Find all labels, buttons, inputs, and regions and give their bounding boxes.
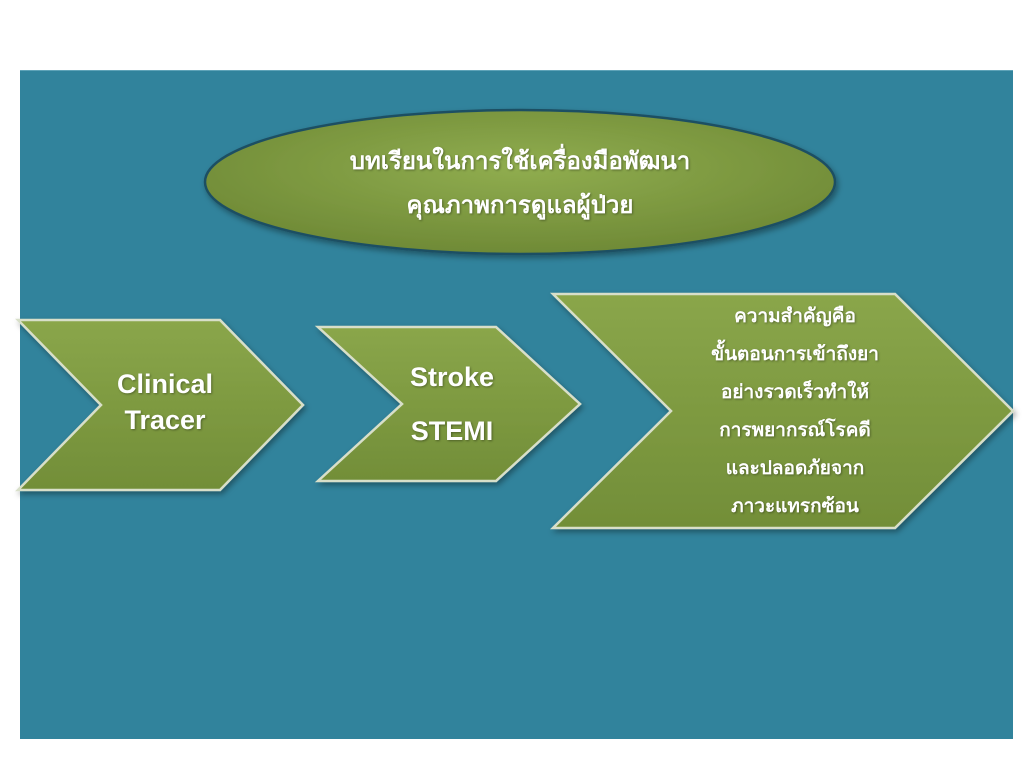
arrow-1-line-1: Clinical — [116, 369, 214, 399]
arrow-clinical-tracer — [15, 318, 305, 492]
arrow-stroke-stemi — [314, 325, 582, 483]
arrow-2-line-1: Stroke — [409, 362, 495, 392]
arrow-importance — [549, 292, 1015, 530]
arrow-3-line-1: ความสำคัญคือ — [734, 305, 856, 327]
arrow-importance-label: ความสำคัญคือ ขั้นตอนการเข้าถึงยา อย่างรว… — [670, 296, 920, 526]
title-line-1: บทเรียนในการใช้เครื่องมือพัฒนา — [349, 147, 691, 175]
title-oval — [203, 108, 837, 256]
arrow-2-line-2: STEMI — [410, 416, 494, 446]
arrow-3-line-6: ภาวะแทรกซ้อน — [731, 495, 859, 517]
arrow-3-line-4: การพยากรณ์โรคดี — [719, 419, 871, 441]
arrow-stroke-stemi-label: Stroke STEMI — [382, 352, 522, 456]
arrow-3-line-5: และปลอดภัยจาก — [725, 457, 865, 479]
title-line-2: คุณภาพการดูแลผู้ป่วย — [406, 191, 634, 219]
arrow-clinical-tracer-label: Clinical Tracer — [95, 362, 235, 442]
title-text: บทเรียนในการใช้เครื่องมือพัฒนา คุณภาพการ… — [260, 138, 780, 228]
arrow-1-line-2: Tracer — [124, 405, 206, 435]
arrow-3-line-2: ขั้นตอนการเข้าถึงยา — [711, 343, 879, 365]
arrow-3-line-3: อย่างรวดเร็วทำให้ — [720, 381, 870, 403]
